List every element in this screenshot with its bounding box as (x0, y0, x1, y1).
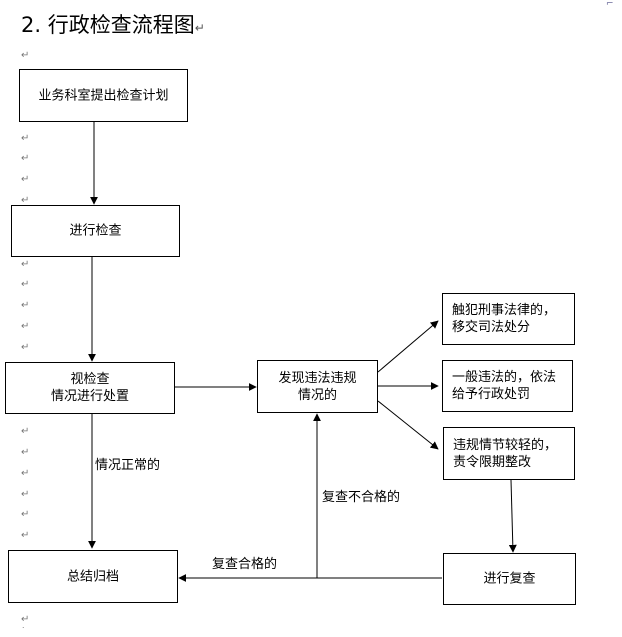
page-title: 2. 行政检查流程图↵ (21, 12, 205, 41)
node-archive-text: 总结归档 (66, 569, 119, 584)
paragraph-mark: ↵ (21, 321, 30, 332)
paragraph-mark: ↵ (21, 530, 30, 541)
node-violation-line-1: 发现违法违规 (278, 370, 357, 386)
paragraph-mark: ↵ (21, 342, 30, 353)
page-bottom-mark: ˙ (21, 627, 26, 637)
paragraph-mark: ↵ (21, 509, 30, 520)
edge-label-recheck-pass: 复查合格的 (212, 557, 278, 572)
paragraph-mark: ↵ (21, 195, 30, 206)
page-corner-mark: ⌐ (606, 0, 614, 9)
node-minor: 违规情节较轻的， 责令限期整改 (443, 427, 575, 480)
node-criminal-line-2: 移交司法处分 (452, 320, 531, 335)
arrow-violation-to-minor (377, 400, 439, 450)
arrow-violation-to-criminal (377, 320, 439, 373)
node-criminal: 触犯刑事法律的， 移交司法处分 (442, 293, 575, 345)
node-violation: 发现违法违规 情况的 (257, 360, 378, 413)
title-text: 2. 行政检查流程图 (21, 13, 195, 37)
arrow-minor-to-recheck (508, 479, 517, 553)
node-archive: 总结归档 (8, 550, 178, 603)
node-plan: 业务科室提出检查计划 (19, 69, 188, 122)
paragraph-mark: ↵ (21, 447, 30, 458)
node-handle-line-2: 情况进行处置 (50, 389, 129, 404)
paragraph-mark: ↵ (21, 489, 30, 500)
edge-label-normal: 情况正常的 (95, 458, 161, 473)
node-recheck: 进行复查 (443, 553, 576, 605)
node-inspect-text: 进行检查 (69, 223, 122, 239)
edge-label-recheck-fail: 复查不合格的 (322, 490, 401, 505)
paragraph-mark: ↵ (21, 153, 30, 164)
node-general-line-2: 给予行政处罚 (452, 387, 531, 402)
paragraph-mark: ↵ (21, 300, 30, 311)
node-violation-line-2: 情况的 (297, 387, 337, 403)
node-recheck-text: 进行复查 (483, 571, 536, 587)
paragraph-mark: ↵ (21, 174, 30, 185)
title-paragraph-mark: ↵ (194, 21, 205, 35)
node-handle-line-1: 视检查 (70, 372, 110, 387)
node-inspect: 进行检查 (11, 205, 180, 257)
node-general: 一般违法的，依法 给予行政处罚 (442, 360, 573, 412)
paragraph-mark: ↵ (21, 50, 30, 61)
paragraph-mark: ↵ (21, 614, 30, 625)
paragraph-mark: ↵ (21, 133, 30, 144)
node-minor-line-2: 责令限期整改 (453, 454, 532, 470)
node-general-line-1: 一般违法的，依法 (452, 370, 557, 385)
node-plan-text: 业务科室提出检查计划 (38, 88, 169, 103)
paragraph-mark: ↵ (21, 426, 30, 437)
paragraph-mark: ↵ (21, 468, 30, 479)
paragraph-mark: ↵ (21, 259, 30, 270)
paragraph-mark: ↵ (21, 279, 30, 290)
node-handle: 视检查 情况进行处置 (5, 362, 175, 414)
node-criminal-line-1: 触犯刑事法律的， (452, 303, 557, 318)
node-minor-line-1: 违规情节较轻的， (453, 437, 558, 453)
